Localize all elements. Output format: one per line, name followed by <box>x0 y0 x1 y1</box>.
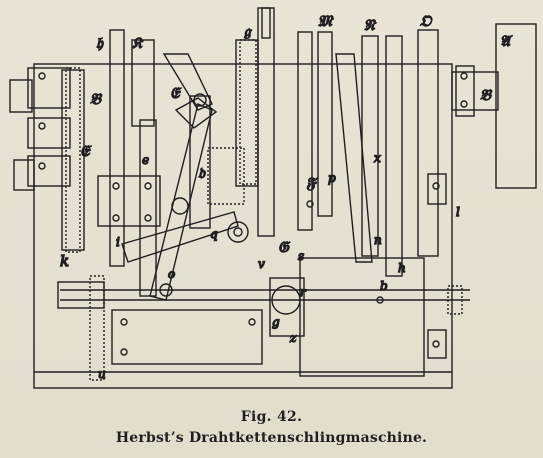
machine-drawing: 𝔥 𝔎 𝔤 𝔐 𝔑 𝔒 𝔄 𝔅 𝔅 𝔈 𝔈 e 𝔡 𝔉 p x l i k o … <box>9 7 537 389</box>
label-x: x <box>374 151 381 165</box>
label-i: i <box>116 235 120 249</box>
label-h: h <box>398 261 406 275</box>
bolt-3 <box>38 162 46 170</box>
column-O <box>417 29 439 257</box>
label-top-K: 𝔎 <box>132 34 143 52</box>
bracket-l2 <box>427 329 447 359</box>
pivot-E <box>193 93 207 107</box>
lower-left-rack <box>89 275 105 381</box>
lower-plate <box>111 309 263 365</box>
bolt-9 <box>120 348 128 356</box>
label-left-B: 𝔅 <box>90 90 102 108</box>
label-q: q <box>210 227 218 241</box>
label-b: b <box>380 279 388 293</box>
bolt-e3 <box>112 214 120 222</box>
bolt-2 <box>38 122 46 130</box>
label-z: z <box>289 331 297 345</box>
left-block-low <box>27 155 71 187</box>
column-M-left <box>297 31 313 231</box>
gear-d <box>207 147 245 205</box>
left-block-mid <box>27 117 71 149</box>
frame-lower-centre <box>299 257 425 377</box>
bolt-10 <box>248 318 256 326</box>
center-gear-rack <box>239 39 257 185</box>
label-e: e <box>142 153 149 167</box>
bolt-e2 <box>144 182 152 190</box>
pivot-o <box>159 283 173 297</box>
label-E: 𝔈 <box>170 84 182 102</box>
label-top-N: 𝔑 <box>364 16 376 34</box>
label-o: o <box>168 267 175 281</box>
label-g-low: g <box>272 315 280 329</box>
column-N <box>361 35 379 257</box>
label-d: 𝔡 <box>198 164 206 182</box>
left-block-top <box>27 67 71 109</box>
bolt-1 <box>38 72 46 80</box>
label-G: 𝔊 <box>278 238 290 256</box>
label-l: l <box>456 205 460 219</box>
label-top-O: 𝔒 <box>420 12 433 30</box>
lower-block-G <box>269 277 305 337</box>
left-gear-rack <box>65 67 81 253</box>
center-head <box>261 7 271 39</box>
label-k: k <box>60 252 69 270</box>
left-gear-body <box>61 69 85 251</box>
bolt-12 <box>306 200 314 208</box>
column-H <box>109 29 125 267</box>
block-A <box>495 23 537 189</box>
bolt-7 <box>432 340 440 348</box>
block-e <box>97 175 161 227</box>
bolt-6 <box>432 182 440 190</box>
figure-number: Fig. 42. <box>240 409 303 425</box>
lower-left-plate <box>57 281 105 309</box>
base-frame <box>33 63 453 389</box>
label-r: r <box>300 285 307 299</box>
figure-title: Herbst’s Drahtkettenschlingmaschine. <box>115 430 428 446</box>
label-right-B: 𝔅 <box>480 86 492 104</box>
left-shaft <box>13 159 35 191</box>
center-vertical-bar <box>257 7 275 237</box>
label-p: p <box>328 171 336 185</box>
lower-right-rack <box>447 285 463 315</box>
label-top-M: 𝔐 <box>318 12 334 30</box>
column-N-right <box>385 35 403 277</box>
lever-E-col <box>189 95 211 229</box>
label-right-A: 𝔄 <box>500 32 513 50</box>
bolt-4 <box>460 72 468 80</box>
label-left-C: 𝔈 <box>80 142 92 160</box>
bolt-11 <box>376 296 384 304</box>
label-s: s <box>298 249 304 263</box>
lever-N <box>335 53 373 263</box>
pivot-center <box>227 221 249 243</box>
bolt-e1 <box>112 182 120 190</box>
pivot-i <box>171 197 189 215</box>
bolt-e4 <box>144 214 152 222</box>
label-v: v <box>258 257 265 271</box>
pivot-center-inner <box>233 227 243 237</box>
wheel-z <box>271 285 301 315</box>
column-M <box>317 31 333 217</box>
column-K-lower <box>139 119 157 297</box>
label-F: 𝔉 <box>306 174 318 192</box>
left-bracket-upper <box>9 79 33 113</box>
cross-lever-i <box>121 211 239 263</box>
label-u: u <box>98 367 106 381</box>
right-shaft <box>451 71 499 111</box>
bolt-8 <box>120 318 128 326</box>
right-bracket <box>455 65 475 117</box>
bracket-l <box>427 173 447 205</box>
column-K <box>131 39 155 127</box>
label-n: n <box>374 233 382 247</box>
diagonal-arm <box>149 103 213 301</box>
lever-E <box>162 53 213 111</box>
label-top-g: 𝔤 <box>244 22 252 40</box>
center-gear <box>235 39 259 187</box>
label-top-H: 𝔥 <box>96 34 104 52</box>
bolt-5 <box>460 100 468 108</box>
